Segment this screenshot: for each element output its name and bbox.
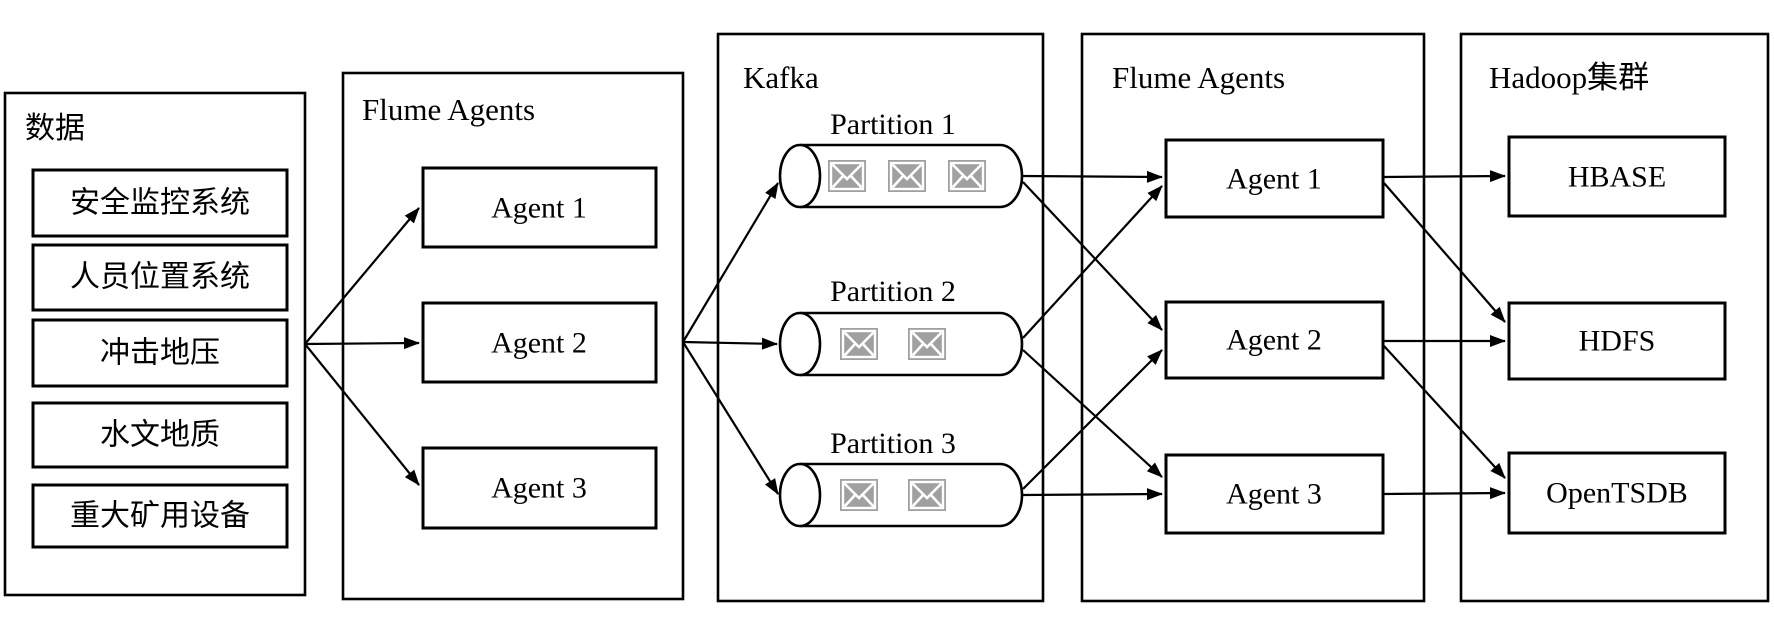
hadoop-title: Hadoop集群 <box>1489 60 1649 95</box>
kafka-partition-3: Partition 3 <box>778 427 1024 528</box>
partition-label: Partition 3 <box>830 427 956 460</box>
arrow-agent1-to-hbase <box>1382 170 1506 183</box>
hbase-box <box>1507 135 1727 218</box>
flume-left-agent2-box <box>421 301 658 384</box>
source-box-rockburst <box>31 318 289 388</box>
partition-label: Partition 2 <box>830 275 956 308</box>
arrows <box>304 170 1506 501</box>
arrow-agent1-to-hdfs <box>1383 182 1506 323</box>
hadoop-item-label: HBASE <box>1568 161 1666 194</box>
arrow-flume-to-partition2 <box>682 337 778 350</box>
partition-label: Partition 1 <box>830 108 956 141</box>
source-box-personnel <box>31 243 289 312</box>
source-label: 水文地质 <box>100 419 220 452</box>
source-label: 冲击地压 <box>100 337 220 370</box>
envelope-icon <box>906 326 948 362</box>
arrow-partition2-to-agent1 <box>1022 185 1163 339</box>
source-box-safety <box>31 168 289 238</box>
flume-agents-right-panel: Flume Agents Agent 1 Agent 2 Agent 3 <box>1080 32 1426 603</box>
arrow-agent3-to-opentsdb <box>1382 487 1506 500</box>
partition-cylinder-cap <box>778 311 822 377</box>
arrow-flume-to-partition3 <box>682 341 779 495</box>
partition-cylinder-cap <box>778 143 822 209</box>
agent-label: Agent 2 <box>491 327 587 360</box>
kafka-partition-2: Partition 2 <box>778 275 1024 377</box>
kafka-partition-1: Partition 1 <box>778 108 1024 209</box>
partition-cylinder-cap <box>778 462 822 528</box>
data-sources-title: 数据 <box>25 112 85 145</box>
agent-label: Agent 3 <box>491 472 587 505</box>
arrow-partition3-to-agent3 <box>1021 488 1163 501</box>
arrow-partition3-to-agent2 <box>1022 349 1163 490</box>
source-label: 安全监控系统 <box>70 187 250 220</box>
flume-left-agent3-box <box>421 446 658 530</box>
agent-label: Agent 2 <box>1226 324 1322 357</box>
arrow-flume-to-partition1 <box>682 182 779 343</box>
arrow-data-to-agent3 <box>304 343 420 486</box>
envelope-icon <box>838 477 880 513</box>
hadoop-item-label: HDFS <box>1579 325 1656 358</box>
source-label: 重大矿用设备 <box>70 500 250 533</box>
envelope-icon <box>826 158 868 194</box>
arrow-data-to-agent1 <box>304 207 420 345</box>
envelope-icon <box>906 477 948 513</box>
arrow-partition1-to-agent1 <box>1021 170 1163 183</box>
arrow-partition1-to-agent2 <box>1022 181 1163 331</box>
data-sources-panel: 数据 安全监控系统 人员位置系统 冲击地压 水文地质 重大矿用设备 <box>3 91 307 597</box>
kafka-title: Kafka <box>743 60 819 95</box>
flume-agents-left-panel: Flume Agents Agent 1 Agent 2 Agent 3 <box>341 71 685 601</box>
flume-agents-right-title: Flume Agents <box>1112 60 1285 95</box>
opentsdb-box <box>1507 451 1727 535</box>
agent-label: Agent 1 <box>491 192 587 225</box>
hdfs-box <box>1507 301 1727 381</box>
source-box-equipment <box>31 483 289 549</box>
source-box-hydrogeology <box>31 401 289 469</box>
kafka-panel: Kafka Partition 1 Partition 2 Partition … <box>716 32 1045 603</box>
hadoop-panel: Hadoop集群 HBASE HDFS OpenTSDB <box>1459 32 1770 603</box>
agent-label: Agent 3 <box>1226 478 1322 511</box>
arrow-partition2-to-agent3 <box>1022 349 1163 478</box>
agent-label: Agent 1 <box>1226 163 1322 196</box>
arrow-data-to-agent2 <box>304 337 420 350</box>
flume-right-agent2-box <box>1164 300 1385 380</box>
arrow-agent2-to-opentsdb <box>1383 345 1506 479</box>
source-label: 人员位置系统 <box>70 261 250 294</box>
hadoop-item-label: OpenTSDB <box>1546 477 1688 510</box>
flume-agents-left-title: Flume Agents <box>362 92 535 127</box>
flume-left-agent1-box <box>421 166 658 249</box>
envelope-icon <box>946 158 988 194</box>
flume-right-agent1-box <box>1164 138 1385 219</box>
envelope-icon <box>838 326 880 362</box>
flume-right-agent3-box <box>1164 453 1385 535</box>
envelope-icon <box>886 158 928 194</box>
